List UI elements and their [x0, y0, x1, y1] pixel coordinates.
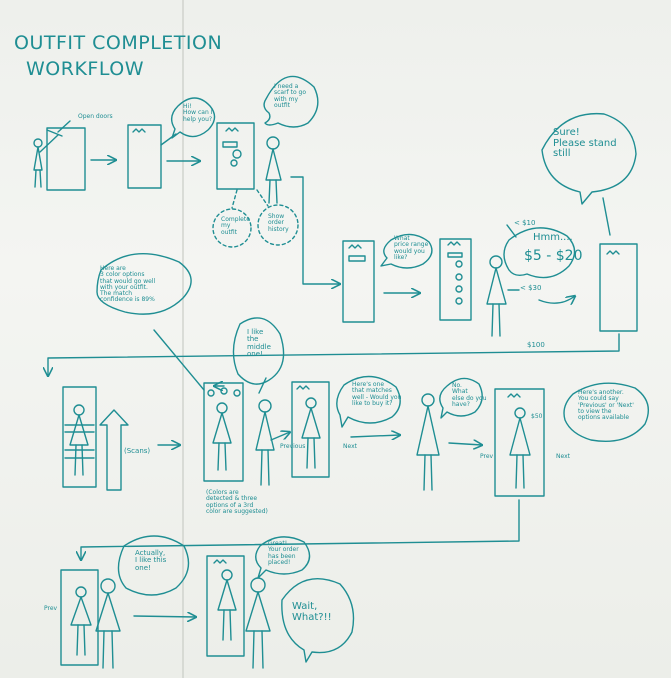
bubble-matches: [336, 375, 401, 428]
frame-1-open-doors: [33, 120, 86, 191]
bubble-middle: [232, 317, 285, 385]
arrow-12: [133, 616, 196, 617]
option-complete-outfit: [212, 208, 252, 248]
scan-up-arrow: [99, 409, 129, 491]
diagram-title-line1: OUTFIT COMPLETION: [14, 32, 223, 54]
bubble-hmm: [503, 227, 576, 279]
frame-8-color-options: [203, 317, 285, 486]
bubble-no: [439, 377, 483, 419]
bubble-scarf: [263, 75, 319, 128]
bubble-hi: [170, 97, 216, 139]
bubble-great: [255, 536, 311, 579]
bubble-options: [96, 252, 192, 315]
arrow-8: [270, 432, 290, 441]
frame-3-request: [212, 75, 319, 248]
frame-11-another: [494, 382, 649, 497]
frame-9-match: [291, 375, 401, 478]
bubble-actually-text: Actually, I like this one!: [135, 549, 167, 572]
bubble-hi-text: Hi! How can I help you?: [183, 103, 213, 123]
bubble-another: [563, 382, 649, 442]
frame-5-hmm: [439, 224, 576, 337]
arrow-10: [448, 443, 482, 445]
bubble-another-text: Here's another. You could say 'Previous'…: [578, 389, 634, 422]
bubble-hmm-text: Hmm....: [533, 232, 573, 243]
arrow-3: [290, 176, 340, 284]
arrow-6: [48, 333, 620, 376]
option-complete-text: Complete my outfit: [221, 216, 250, 236]
frame-10-no: [416, 377, 483, 491]
bubble-scarf-text: I need a scarf to go with my outfit: [274, 83, 306, 109]
bubble-wait: [281, 577, 355, 663]
bubble-matches-text: Here's one that matches well - Would you…: [352, 381, 402, 407]
bubble-stand-text: Sure! Please stand still: [553, 127, 617, 159]
frame-2-greeting: [127, 97, 216, 189]
price-50-label: $50: [531, 413, 543, 420]
next-label-2: Next: [556, 453, 570, 460]
colors-note: (Colors are detected & three options of …: [206, 489, 268, 515]
price-100-text: $100: [527, 341, 545, 349]
scans-label: (Scans): [124, 447, 151, 455]
bubble-options-text: Here are 3 color options that would go w…: [100, 265, 156, 304]
arrow-11: [81, 499, 520, 560]
bubble-stand: [541, 112, 637, 205]
arrow-9: [350, 435, 400, 437]
price-10-text: < $10: [514, 219, 536, 227]
price-range-text: $5 - $20: [524, 248, 583, 264]
frame-4-price: [342, 233, 433, 323]
frame-13-order-placed: [206, 536, 355, 669]
bubble-great-text: Great! Your order has been placed!: [268, 540, 299, 566]
bubble-actually: [117, 535, 190, 596]
frame-12-actually: [60, 535, 190, 669]
option-history-text: Show order history: [268, 213, 289, 233]
frame-6-scan: [541, 112, 638, 332]
next-label: Next: [343, 443, 357, 450]
label-open-doors: Open doors: [78, 113, 113, 120]
prev-label: Prev: [480, 453, 494, 460]
option-order-history: [257, 204, 299, 246]
bubble-price-text: What price range would you like?: [394, 235, 429, 261]
arrow-5: [538, 296, 575, 303]
bubble-wait-text: Wait, What?!!: [292, 601, 332, 623]
price-30-text: < $30: [520, 284, 542, 292]
bubble-price: [380, 233, 433, 269]
frame-7-mirror-scan: [62, 386, 129, 491]
bubble-no-text: No. What else do you have?: [452, 382, 487, 408]
diagram-title-line2: WORKFLOW: [26, 58, 144, 80]
prev-label-2: Prev: [44, 605, 58, 612]
previous-label: Previous: [280, 443, 306, 450]
bubble-middle-text: I like the middle one!: [247, 328, 271, 359]
